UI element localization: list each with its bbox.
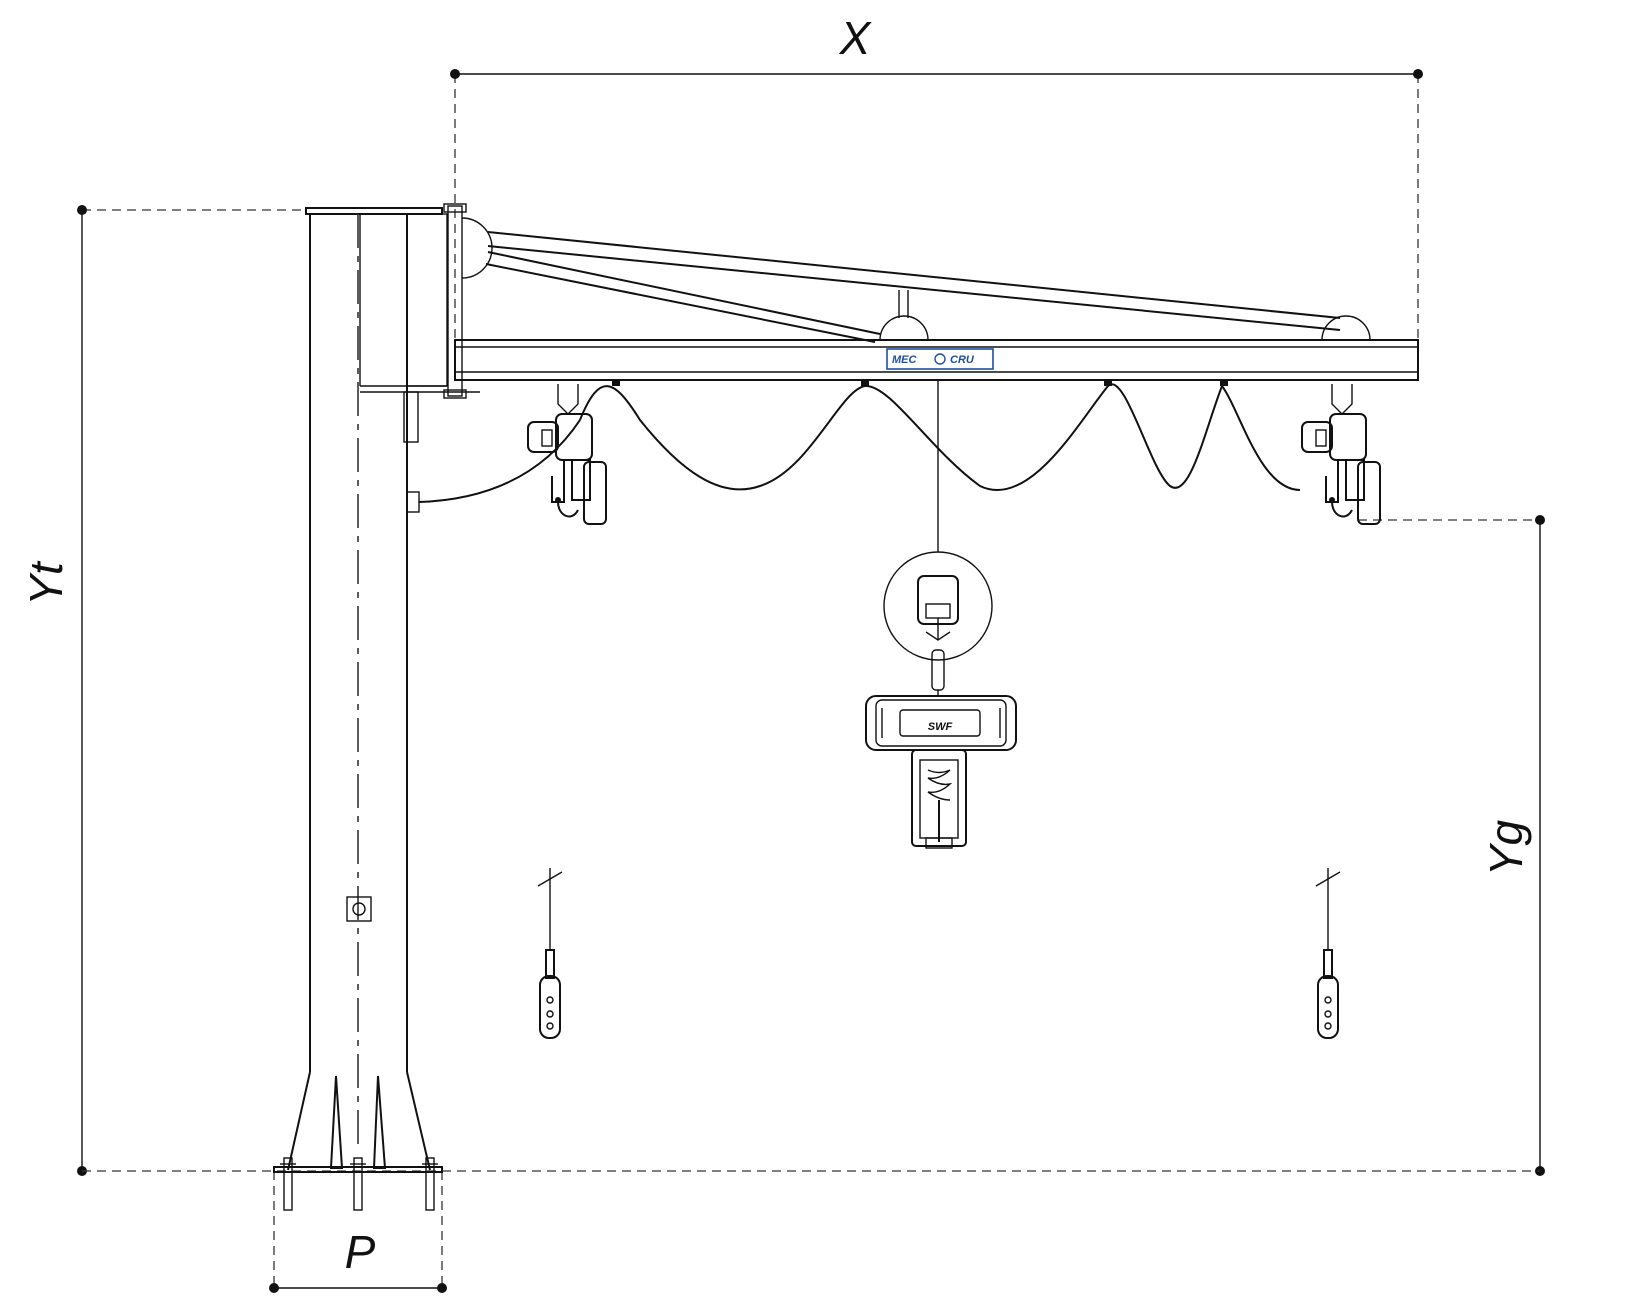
swf-hoist: SWF <box>865 695 1017 849</box>
jib-arm: MEC CRU <box>443 203 1419 399</box>
swf-logo-text: SWF <box>928 721 953 733</box>
dimension-x: X <box>450 12 1423 340</box>
beam-logo-text-2: CRU <box>950 354 975 366</box>
hoist-left <box>527 384 607 525</box>
dimension-x-label: X <box>839 12 873 64</box>
column <box>273 207 480 1211</box>
beam-logo-text: MEC <box>892 354 918 366</box>
pendant-right <box>1315 868 1341 1039</box>
dimension-yt: Yt <box>20 205 305 1176</box>
anchor-bolts <box>280 1157 438 1211</box>
column-fitting <box>346 896 372 922</box>
pendant-left <box>537 868 563 1039</box>
dimension-p: P <box>269 1171 447 1293</box>
dimension-yt-label: Yt <box>20 560 72 606</box>
hoist-right <box>1301 384 1381 525</box>
festoon-cable <box>579 383 1301 491</box>
trolley-detail <box>883 551 993 661</box>
dimension-yg: Yg <box>1358 515 1545 1176</box>
dimension-yg-label: Yg <box>1480 819 1532 876</box>
suspension-link <box>931 649 945 696</box>
dimension-p-label: P <box>345 1226 376 1278</box>
supply-cable <box>418 419 581 503</box>
beam-logo: MEC CRU <box>886 348 994 370</box>
